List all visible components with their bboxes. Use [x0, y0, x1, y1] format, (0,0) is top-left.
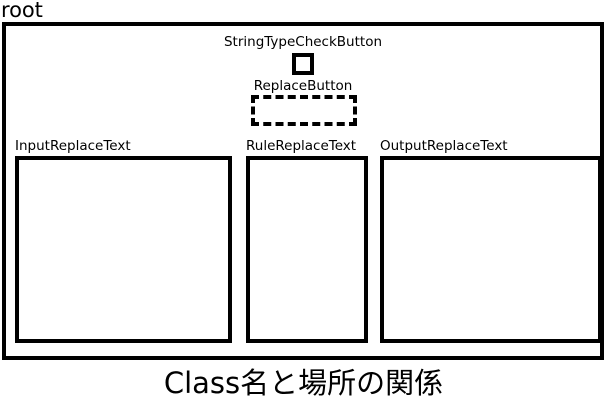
rule-replace-text-input[interactable] [246, 156, 368, 343]
input-replace-text-label: InputReplaceText [15, 138, 131, 154]
string-type-check-button-checkbox[interactable] [292, 53, 314, 75]
replace-button-label: ReplaceButton [253, 78, 353, 94]
text-widgets-row: InputReplaceText RuleReplaceText OutputR… [11, 139, 602, 351]
input-replace-text-widget: InputReplaceText [13, 139, 232, 351]
root-label: root [1, 0, 43, 22]
diagram-caption: Class名と場所の関係 [163, 366, 444, 400]
rule-replace-text-widget: RuleReplaceText [244, 139, 368, 351]
root-container-frame: StringTypeCheckButton ReplaceButton Inpu… [2, 22, 604, 360]
string-type-check-button-label: StringTypeCheckButton [223, 34, 383, 50]
rule-replace-text-label: RuleReplaceText [246, 138, 357, 154]
replace-button[interactable] [251, 95, 357, 126]
output-replace-text-label: OutputReplaceText [380, 138, 508, 154]
output-replace-text-input[interactable] [380, 156, 602, 343]
input-replace-text-input[interactable] [15, 156, 232, 343]
output-replace-text-widget: OutputReplaceText [378, 139, 602, 351]
